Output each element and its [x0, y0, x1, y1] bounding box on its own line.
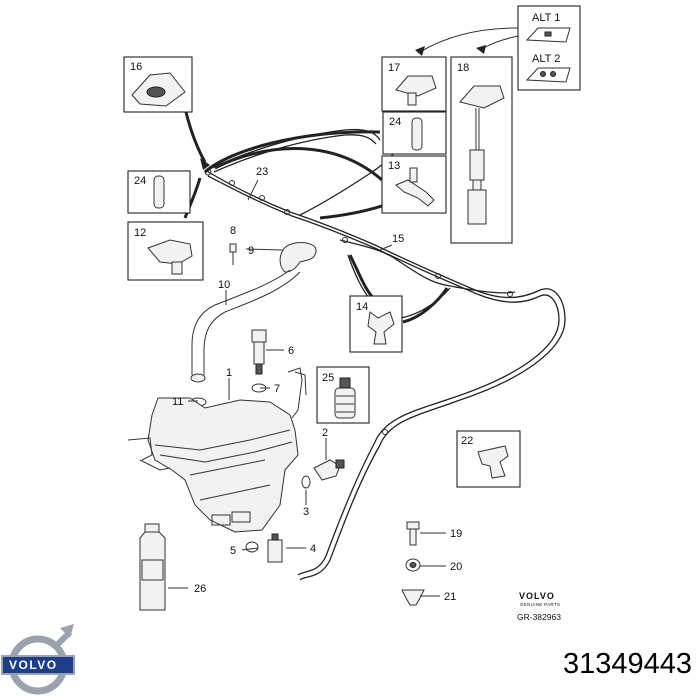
brand-mark: VOLVO GENUINE PARTS GR-382963	[517, 591, 561, 622]
svg-text:26: 26	[194, 583, 206, 595]
detail-box-18: 18	[450, 56, 513, 244]
alt1-label: ALT 1	[532, 12, 560, 24]
svg-text:14: 14	[356, 301, 368, 313]
alternatives-box: ALT 1 ALT 2	[517, 5, 581, 91]
svg-text:13: 13	[388, 160, 400, 172]
svg-text:23: 23	[256, 166, 268, 178]
svg-text:2: 2	[322, 427, 328, 439]
drawing-code: GR-382963	[517, 612, 561, 622]
svg-text:17: 17	[388, 62, 400, 74]
alt2-label: ALT 2	[532, 53, 560, 65]
svg-text:20: 20	[450, 561, 462, 573]
small-brand-sub: GENUINE PARTS	[520, 602, 560, 607]
svg-text:19: 19	[450, 528, 462, 540]
callout-leaders	[168, 179, 446, 597]
svg-text:6: 6	[288, 345, 294, 357]
svg-text:12: 12	[134, 227, 146, 239]
svg-text:16: 16	[130, 61, 142, 73]
detail-box-13: 13	[381, 155, 447, 214]
detail-box-12: 12	[127, 221, 204, 281]
svg-text:4: 4	[310, 543, 316, 555]
svg-text:11: 11	[172, 396, 183, 408]
svg-text:5: 5	[230, 545, 236, 557]
svg-text:10: 10	[218, 279, 230, 291]
volvo-logo-icon: VOLVO	[1, 624, 75, 695]
detail-box-24-lower: 24	[127, 170, 191, 214]
svg-text:1: 1	[226, 367, 232, 379]
logo-text: VOLVO	[9, 658, 58, 672]
svg-text:25: 25	[322, 372, 334, 384]
svg-text:8: 8	[230, 225, 236, 237]
detail-box-16: 16	[123, 56, 193, 113]
detail-box-14: 14	[349, 295, 403, 353]
svg-text:22: 22	[461, 435, 473, 447]
detail-box-17: 17	[381, 56, 447, 112]
small-brand-text: VOLVO	[519, 591, 555, 601]
detail-box-24-upper: 24	[382, 111, 447, 155]
svg-text:18: 18	[457, 62, 469, 74]
svg-text:9: 9	[248, 245, 254, 257]
detail-box-22: 22	[456, 430, 521, 488]
part-number: 31349443	[562, 648, 692, 680]
detail-box-25: 25	[316, 366, 370, 424]
svg-text:24: 24	[389, 116, 401, 128]
alt-arrows	[415, 27, 519, 56]
svg-text:24: 24	[134, 175, 146, 187]
callout-numbers: 8 9 10 1 11 6 7 23 15 2 3 4 5 26 19 20 2…	[172, 166, 462, 603]
svg-text:15: 15	[392, 233, 404, 245]
svg-text:7: 7	[274, 383, 280, 395]
hose-lines	[204, 128, 566, 581]
reservoir-assembly	[127, 242, 425, 611]
svg-text:21: 21	[444, 591, 456, 603]
svg-text:3: 3	[303, 506, 309, 518]
